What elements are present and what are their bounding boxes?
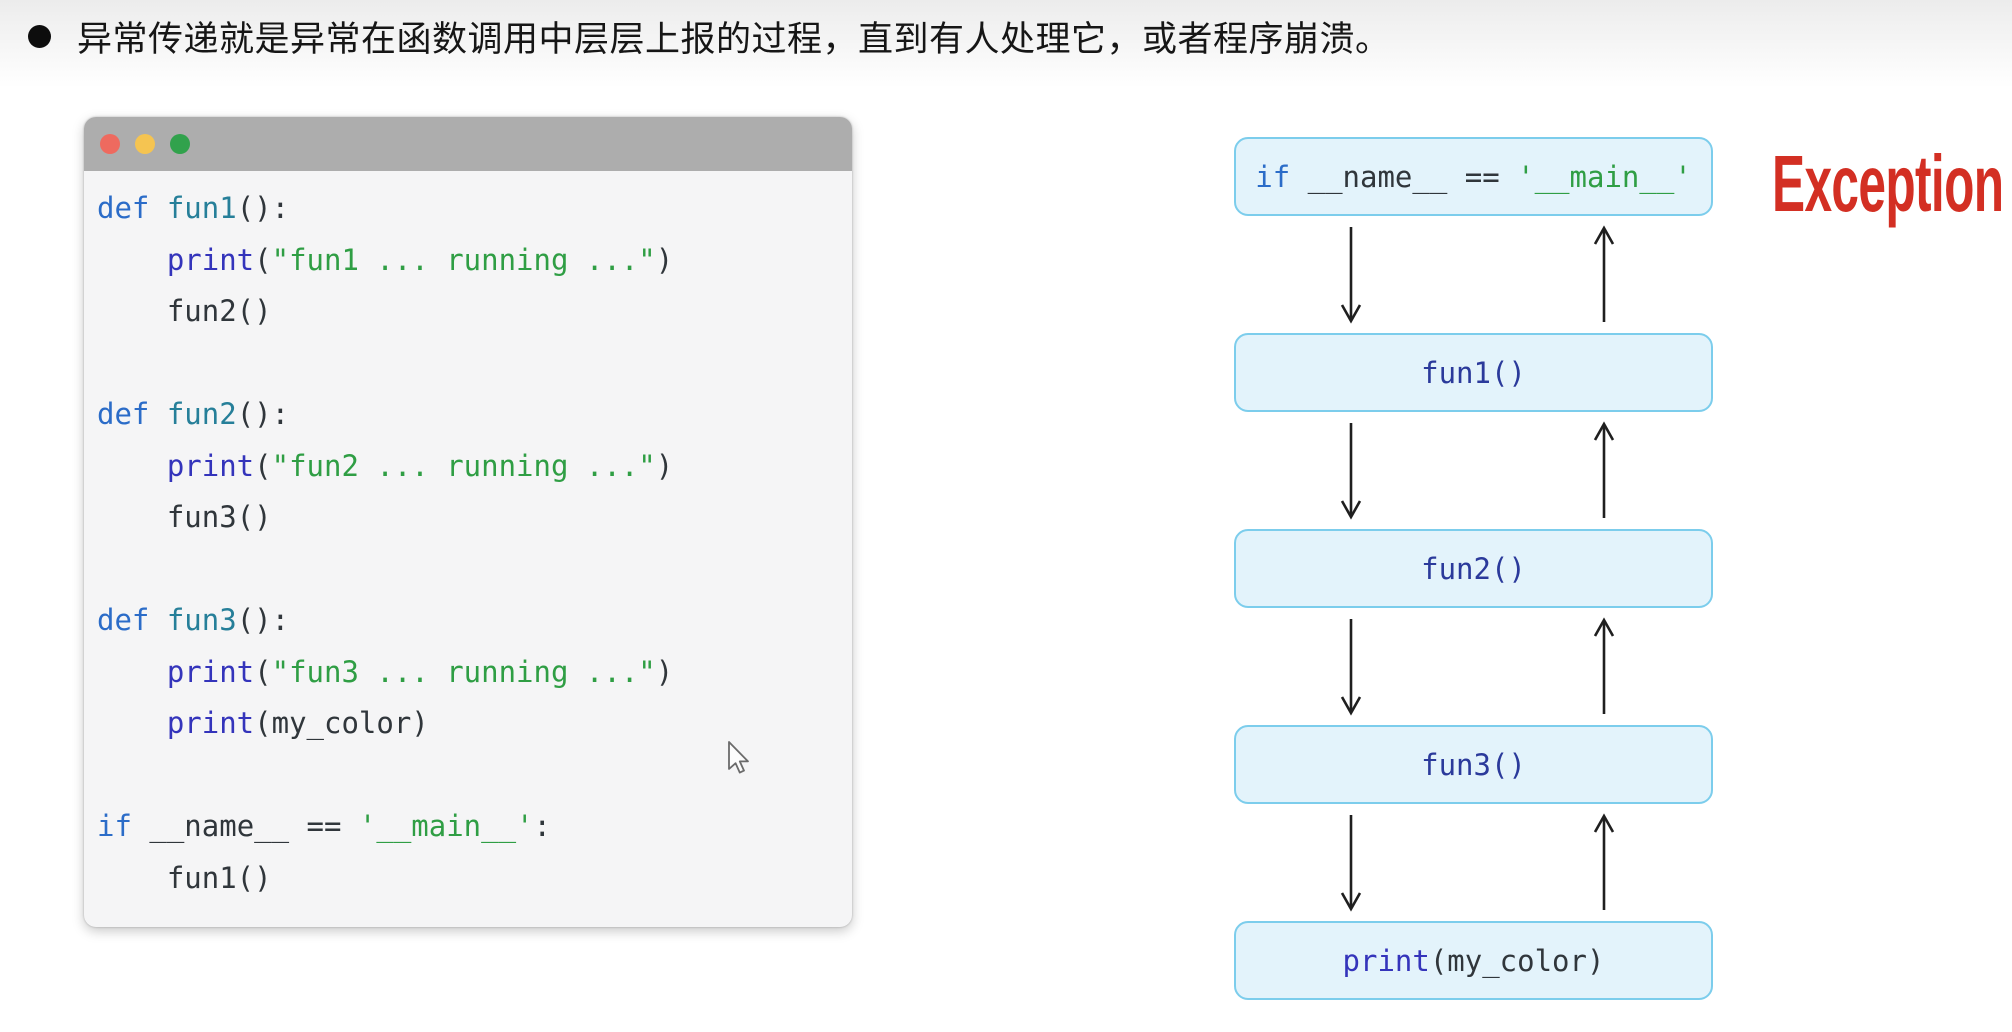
code-token: fun1 (166, 191, 237, 225)
code-token: print (166, 706, 255, 740)
code-line: print("fun1 ... running ...") (97, 235, 852, 287)
exception-label: Exception (1772, 139, 2004, 228)
code-token (97, 449, 167, 483)
code-token: ( (254, 448, 272, 483)
code-token: fun2() (1421, 551, 1526, 586)
code-token: "fun1 ... running ..." (271, 242, 656, 277)
traffic-light-minimize-button[interactable] (135, 134, 155, 154)
code-line (97, 338, 852, 390)
arrow-up-icon (1593, 617, 1615, 714)
code-token: fun3 (166, 603, 237, 637)
flow-node: fun2() (1234, 529, 1713, 608)
code-token: fun2 (166, 397, 237, 431)
code-token: print (166, 448, 255, 483)
arrow-down-icon (1340, 227, 1362, 324)
code-line: def fun1(): (97, 183, 852, 235)
arrow-up-icon (1593, 421, 1615, 518)
bullet-icon (28, 24, 51, 48)
code-token: fun1() (97, 860, 272, 895)
code-token: (): (236, 397, 290, 431)
top-gradient-band (0, 0, 2012, 88)
code-token: (my_color) (1429, 943, 1605, 978)
code-token: fun1() (1421, 355, 1526, 390)
code-token: (): (236, 191, 290, 225)
arrow-up-icon (1593, 813, 1615, 910)
flow-node: if __name__ == '__main__' (1234, 137, 1713, 216)
page-title: 异常传递就是异常在函数调用中层层上报的过程，直到有人处理它，或者程序崩溃。 (77, 19, 1391, 59)
code-token: ( (254, 242, 272, 277)
code-token: __name__ == (149, 809, 359, 843)
window-titlebar (84, 117, 852, 171)
code-token: : (533, 809, 551, 843)
code-line: print(my_color) (97, 698, 852, 750)
code-token: print (166, 654, 255, 689)
code-token: print (166, 242, 255, 277)
code-line: print("fun3 ... running ...") (97, 647, 852, 699)
code-editor-area[interactable]: def fun1(): print("fun1 ... running ..."… (84, 171, 852, 927)
code-token: __name__ == (1307, 159, 1518, 194)
code-token: def (97, 603, 167, 637)
arrow-down-icon (1340, 619, 1362, 716)
code-token: if (97, 809, 150, 843)
code-line: fun1() (97, 853, 852, 905)
code-token (97, 243, 167, 277)
code-token: if (1255, 159, 1308, 194)
flow-node: fun3() (1234, 725, 1713, 804)
code-line: fun2() (97, 286, 852, 338)
code-token: (): (236, 603, 290, 637)
code-token: ) (655, 654, 674, 689)
code-token: "fun2 ... running ..." (271, 448, 656, 483)
mouse-cursor-icon (728, 741, 749, 774)
code-token (97, 655, 167, 689)
arrow-up-icon (1593, 225, 1615, 322)
code-token: fun2() (97, 294, 272, 328)
code-editor-window: def fun1(): print("fun1 ... running ..."… (84, 117, 852, 927)
code-token: def (97, 191, 167, 225)
code-token: ) (655, 242, 674, 277)
traffic-light-close-button[interactable] (100, 134, 120, 154)
flow-node: fun1() (1234, 333, 1713, 412)
title-row: 异常传递就是异常在函数调用中层层上报的过程，直到有人处理它，或者程序崩溃。 (28, 0, 1391, 72)
code-token: "fun3 ... running ..." (271, 654, 656, 689)
code-line: if __name__ == '__main__': (97, 801, 852, 853)
code-token: fun3() (1421, 747, 1526, 782)
flow-node: print(my_color) (1234, 921, 1713, 1000)
code-token: print (1342, 943, 1430, 978)
code-token: '__main__' (1517, 159, 1692, 194)
code-token: (my_color) (254, 706, 429, 740)
code-line: print("fun2 ... running ...") (97, 441, 852, 493)
code-token: '__main__' (358, 809, 534, 843)
code-token: ) (655, 448, 674, 483)
code-token: fun3() (97, 500, 272, 534)
code-line (97, 544, 852, 596)
code-token (97, 706, 167, 740)
code-line: fun3() (97, 492, 852, 544)
code-token: ( (254, 654, 272, 689)
call-stack-diagram: if __name__ == '__main__' fun1() fun2() fun… (1234, 137, 1713, 1001)
code-token: def (97, 397, 167, 431)
arrow-down-icon (1340, 815, 1362, 912)
traffic-light-maximize-button[interactable] (170, 134, 190, 154)
arrow-down-icon (1340, 423, 1362, 520)
code-line: def fun2(): (97, 389, 852, 441)
code-line: def fun3(): (97, 595, 852, 647)
